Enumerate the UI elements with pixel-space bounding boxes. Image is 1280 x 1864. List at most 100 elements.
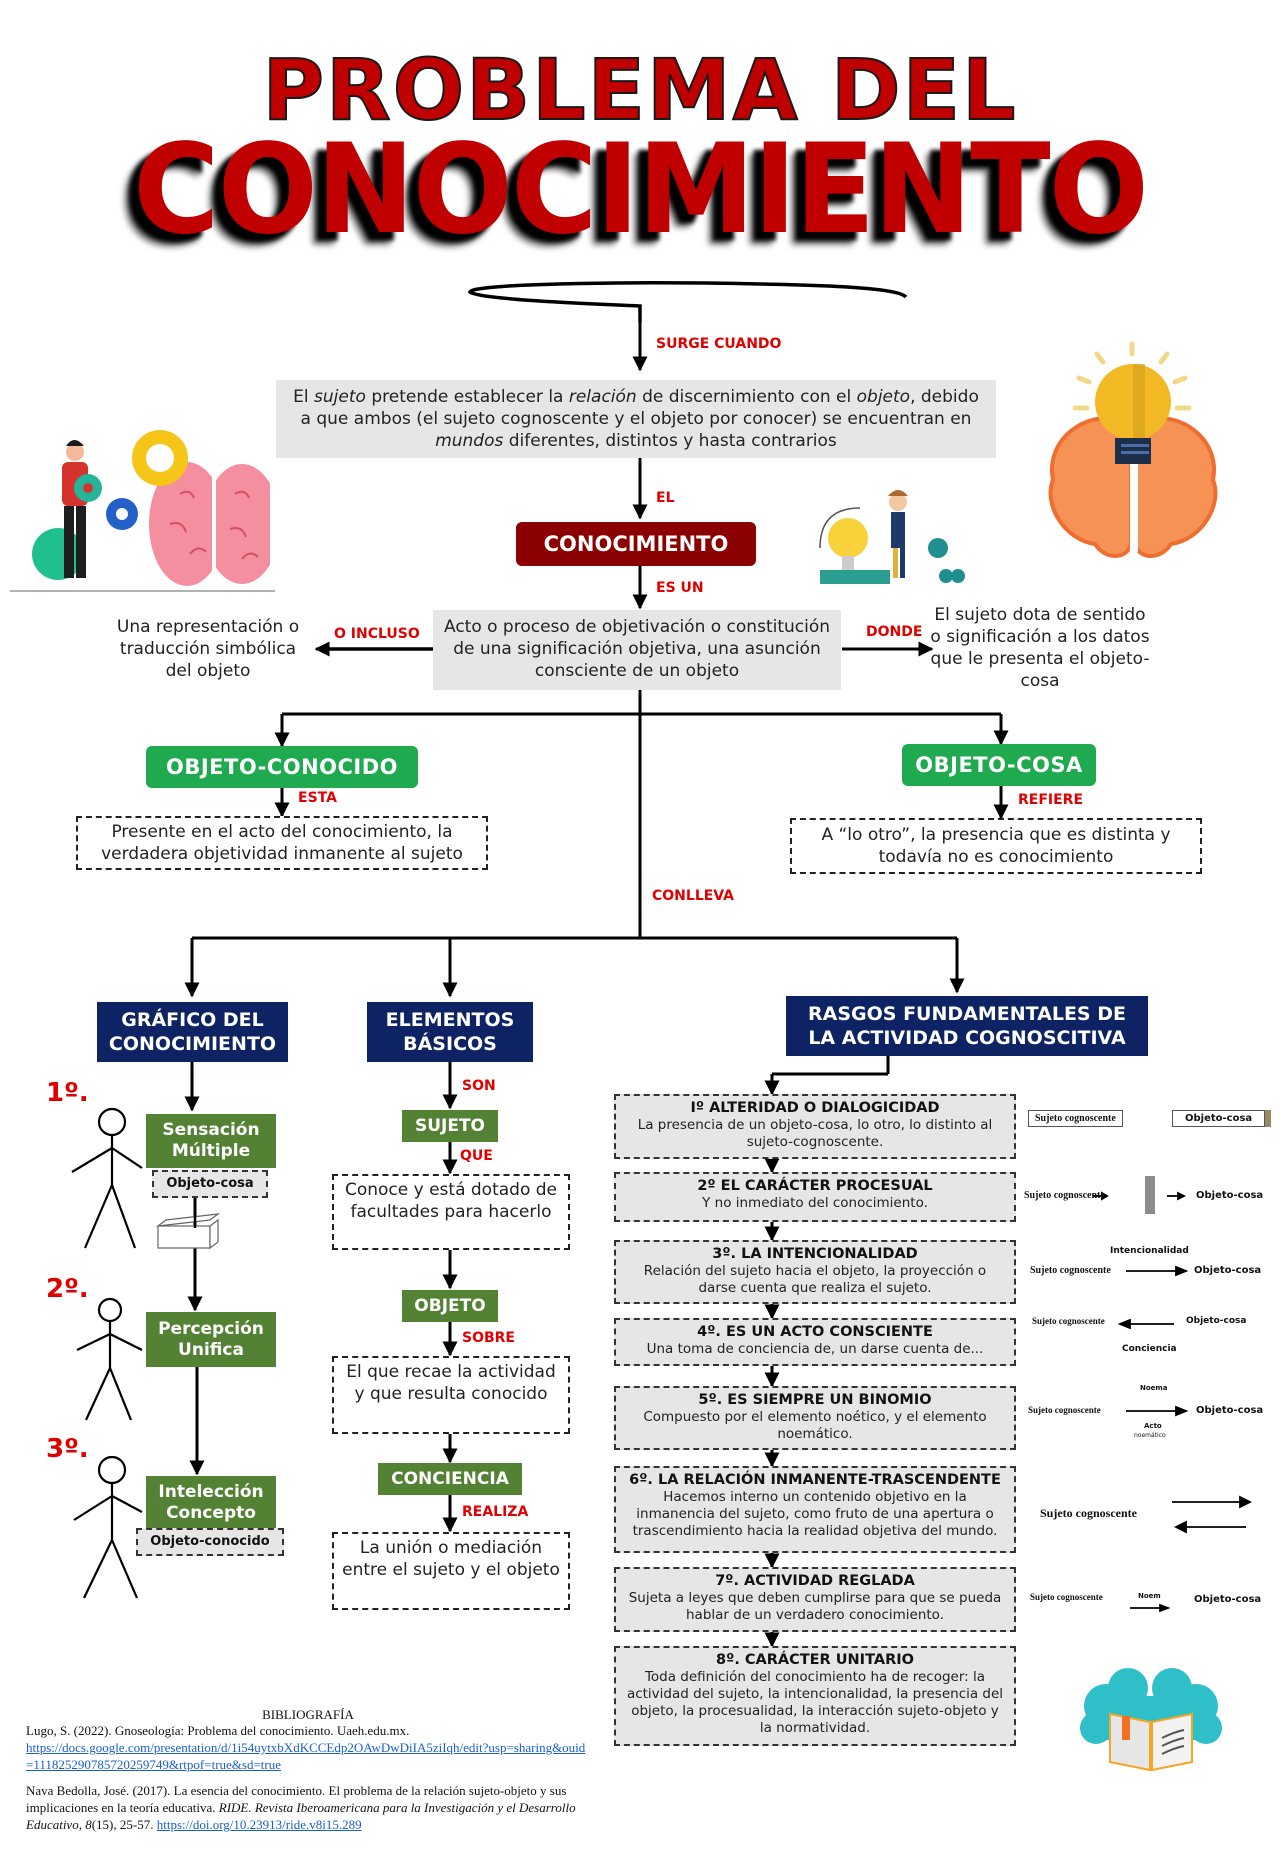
objeto-box: OBJETO	[402, 1290, 498, 1322]
ref-1-link[interactable]: https://docs.google.com/presentation/d/1…	[26, 1740, 586, 1772]
stick-figures	[71, 1107, 143, 1599]
bibliography-ref-1: Lugo, S. (2022). Gnoseología: Problema d…	[26, 1722, 586, 1773]
trait-body: Y no inmediato del conocimiento.	[702, 1195, 928, 1211]
elementos-header: ELEMENTOS BÁSICOS	[367, 1002, 533, 1062]
diagram-3-sujeto: Sujeto cognoscente	[1030, 1265, 1111, 1276]
diagram-1-objeto: Objeto-cosa	[1172, 1110, 1266, 1127]
objeto-conocido-node: OBJETO-CONOCIDO	[146, 746, 418, 788]
diagram-4-objeto: Objeto-cosa	[1186, 1316, 1247, 1326]
brain-gears-illustration	[30, 424, 280, 594]
connector-surge-cuando: SURGE CUANDO	[656, 336, 782, 352]
trait-title: 3º. LA INTENCIONALIDAD	[712, 1246, 918, 1262]
right-sentido-text: El sujeto dota de sentido o significació…	[930, 605, 1150, 691]
diagram-7-sujeto: Sujeto cognoscente	[1030, 1592, 1103, 1602]
trait-2: 2º EL CARÁCTER PROCESUAL Y no inmediato …	[614, 1172, 1016, 1222]
diagram-4-sujeto: Sujeto cognoscente	[1032, 1316, 1105, 1326]
trait-body: Hacemos interno un contenido objetivo en…	[632, 1489, 998, 1539]
diagram-7-noem: Noem	[1138, 1592, 1161, 1600]
grafico-header: GRÁFICO DEL CONOCIMIENTO	[97, 1002, 288, 1062]
step-number-2: 2º.	[46, 1274, 89, 1304]
step-percepcion-box: Percepción Unifica	[146, 1312, 276, 1367]
gear-yellow-icon	[132, 430, 188, 486]
diagram-5-objeto: Objeto-cosa	[1196, 1405, 1264, 1416]
connector-sobre: SOBRE	[462, 1330, 515, 1346]
trait-6: 6º. LA RELACIÓN INMANENTE-TRASCENDENTE H…	[614, 1466, 1016, 1553]
connector-que: QUE	[460, 1148, 493, 1164]
objeto-description: El que recae la actividad y que resulta …	[332, 1356, 570, 1434]
connector-refiere: REFIERE	[1018, 792, 1084, 808]
stick-figure-1	[71, 1107, 143, 1249]
title-line-2: CONOCIMIENTO	[133, 116, 1149, 262]
trait-title: 4º. ES UN ACTO CONSCIENTE	[697, 1324, 933, 1340]
objeto-cosa-node: OBJETO-COSA	[902, 744, 1096, 786]
conocimiento-node: CONOCIMIENTO	[516, 522, 756, 566]
connector-esta: ESTA	[298, 790, 337, 806]
tag-objeto-conocido: Objeto-conocido	[136, 1528, 284, 1556]
sujeto-box: SUJETO	[402, 1110, 498, 1142]
trait-title: 7º. ACTIVIDAD REGLADA	[715, 1573, 915, 1589]
trait-body: Una toma de conciencia de, un darse cuen…	[646, 1341, 984, 1357]
stick-figure-3	[73, 1455, 143, 1599]
connector-realiza: REALIZA	[462, 1504, 529, 1520]
trait-body: La presencia de un objeto-cosa, lo otro,…	[637, 1117, 993, 1150]
diagram-7-objeto: Objeto-cosa	[1194, 1594, 1262, 1605]
objeto-cosa-description: A “lo otro”, la presencia que es distint…	[790, 818, 1202, 874]
brain-icon	[149, 462, 280, 586]
trait-5: 5º. ES SIEMPRE UN BINOMIO Compuesto por …	[614, 1386, 1016, 1450]
connector-donde: DONDE	[866, 624, 923, 640]
person-icon	[62, 440, 102, 578]
trait-title: 2º EL CARÁCTER PROCESUAL	[697, 1178, 933, 1194]
diagram-5-noematico: noemático	[1134, 1432, 1166, 1439]
person-icon	[888, 490, 908, 578]
trait-title: Iº ALTERIDAD O DIALOGICIDAD	[690, 1100, 940, 1116]
trait-4: 4º. ES UN ACTO CONSCIENTE Una toma de co…	[614, 1318, 1016, 1366]
conciencia-box: CONCIENCIA	[378, 1463, 522, 1495]
trait-title: 6º. LA RELACIÓN INMANENTE-TRASCENDENTE	[629, 1472, 1001, 1488]
conciencia-description: La unión o mediación entre el sujeto y e…	[332, 1532, 570, 1610]
trait-body: Relación del sujeto hacia el objeto, la …	[643, 1263, 987, 1296]
connector-son: SON	[462, 1078, 496, 1094]
diagram-5-noema: Noema	[1140, 1384, 1168, 1392]
trait-title: 5º. ES SIEMPRE UN BINOMIO	[698, 1392, 932, 1408]
diagram-6-sujeto: Sujeto cognoscente	[1040, 1506, 1137, 1520]
trait-body: Compuesto por el elemento noético, y el …	[643, 1409, 987, 1442]
swoosh-line	[468, 281, 908, 322]
trait-3: 3º. LA INTENCIONALIDAD Relación del suje…	[614, 1240, 1016, 1304]
book-icon	[1109, 1712, 1193, 1772]
diagram-3-objeto: Objeto-cosa	[1194, 1265, 1262, 1276]
objeto-conocido-description: Presente en el acto del conocimiento, la…	[76, 816, 488, 870]
connector-o-incluso: O INCLUSO	[334, 626, 420, 642]
connector-conlleva: CONLLEVA	[652, 888, 735, 904]
intro-box: El sujeto pretende establecer la relació…	[276, 380, 996, 458]
trait-body: Toda definición del conocimiento ha de r…	[626, 1669, 1004, 1736]
idea-person-illustration	[800, 478, 970, 590]
diagram-4-conciencia: Conciencia	[1122, 1344, 1177, 1354]
trait-title: 8º. CARÁCTER UNITARIO	[716, 1652, 914, 1668]
diagram-5-sujeto: Sujeto cognoscente	[1028, 1405, 1101, 1415]
diagram-1-sujeto: Sujeto cognoscente	[1028, 1110, 1123, 1127]
title-line-1: PROBLEMA DEL	[261, 41, 1018, 139]
tag-objeto-cosa: Objeto-cosa	[152, 1170, 268, 1198]
lightbulb-icon	[1095, 364, 1171, 464]
diagram-2-objeto: Objeto-cosa	[1196, 1190, 1264, 1201]
definition-box: Acto o proceso de objetivación o constit…	[433, 610, 841, 690]
bibliography-heading: BIBLIOGRAFÍA	[262, 1707, 354, 1722]
brain-icon	[1048, 416, 1218, 558]
ref-2-link[interactable]: https://doi.org/10.23913/ride.v8i15.289	[156, 1817, 362, 1832]
bibliography-ref-2: Nava Bedolla, José. (2017). La esencia d…	[26, 1783, 576, 1832]
sujeto-description: Conoce y está dotado de facultades para …	[332, 1174, 570, 1250]
brain-lightbulb-illustration	[1035, 330, 1235, 570]
step-number-1: 1º.	[46, 1078, 89, 1108]
diagram-5-acto: Acto	[1144, 1422, 1162, 1430]
stick-figure-2	[76, 1297, 143, 1421]
light-rays	[1072, 341, 1192, 411]
gear-blue-icon	[106, 498, 138, 530]
trait-body: Sujeta a leyes que deben cumplirse para …	[628, 1590, 1002, 1623]
connector-es-un: ES UN	[656, 580, 704, 596]
box-icon	[155, 1213, 221, 1250]
ref-1-text: Lugo, S. (2022). Gnoseología: Problema d…	[26, 1723, 410, 1738]
lightbulb-icon	[828, 518, 868, 570]
brain-book-illustration	[1076, 1666, 1226, 1776]
trait-8: 8º. CARÁCTER UNITARIO Toda definición de…	[614, 1646, 1016, 1746]
